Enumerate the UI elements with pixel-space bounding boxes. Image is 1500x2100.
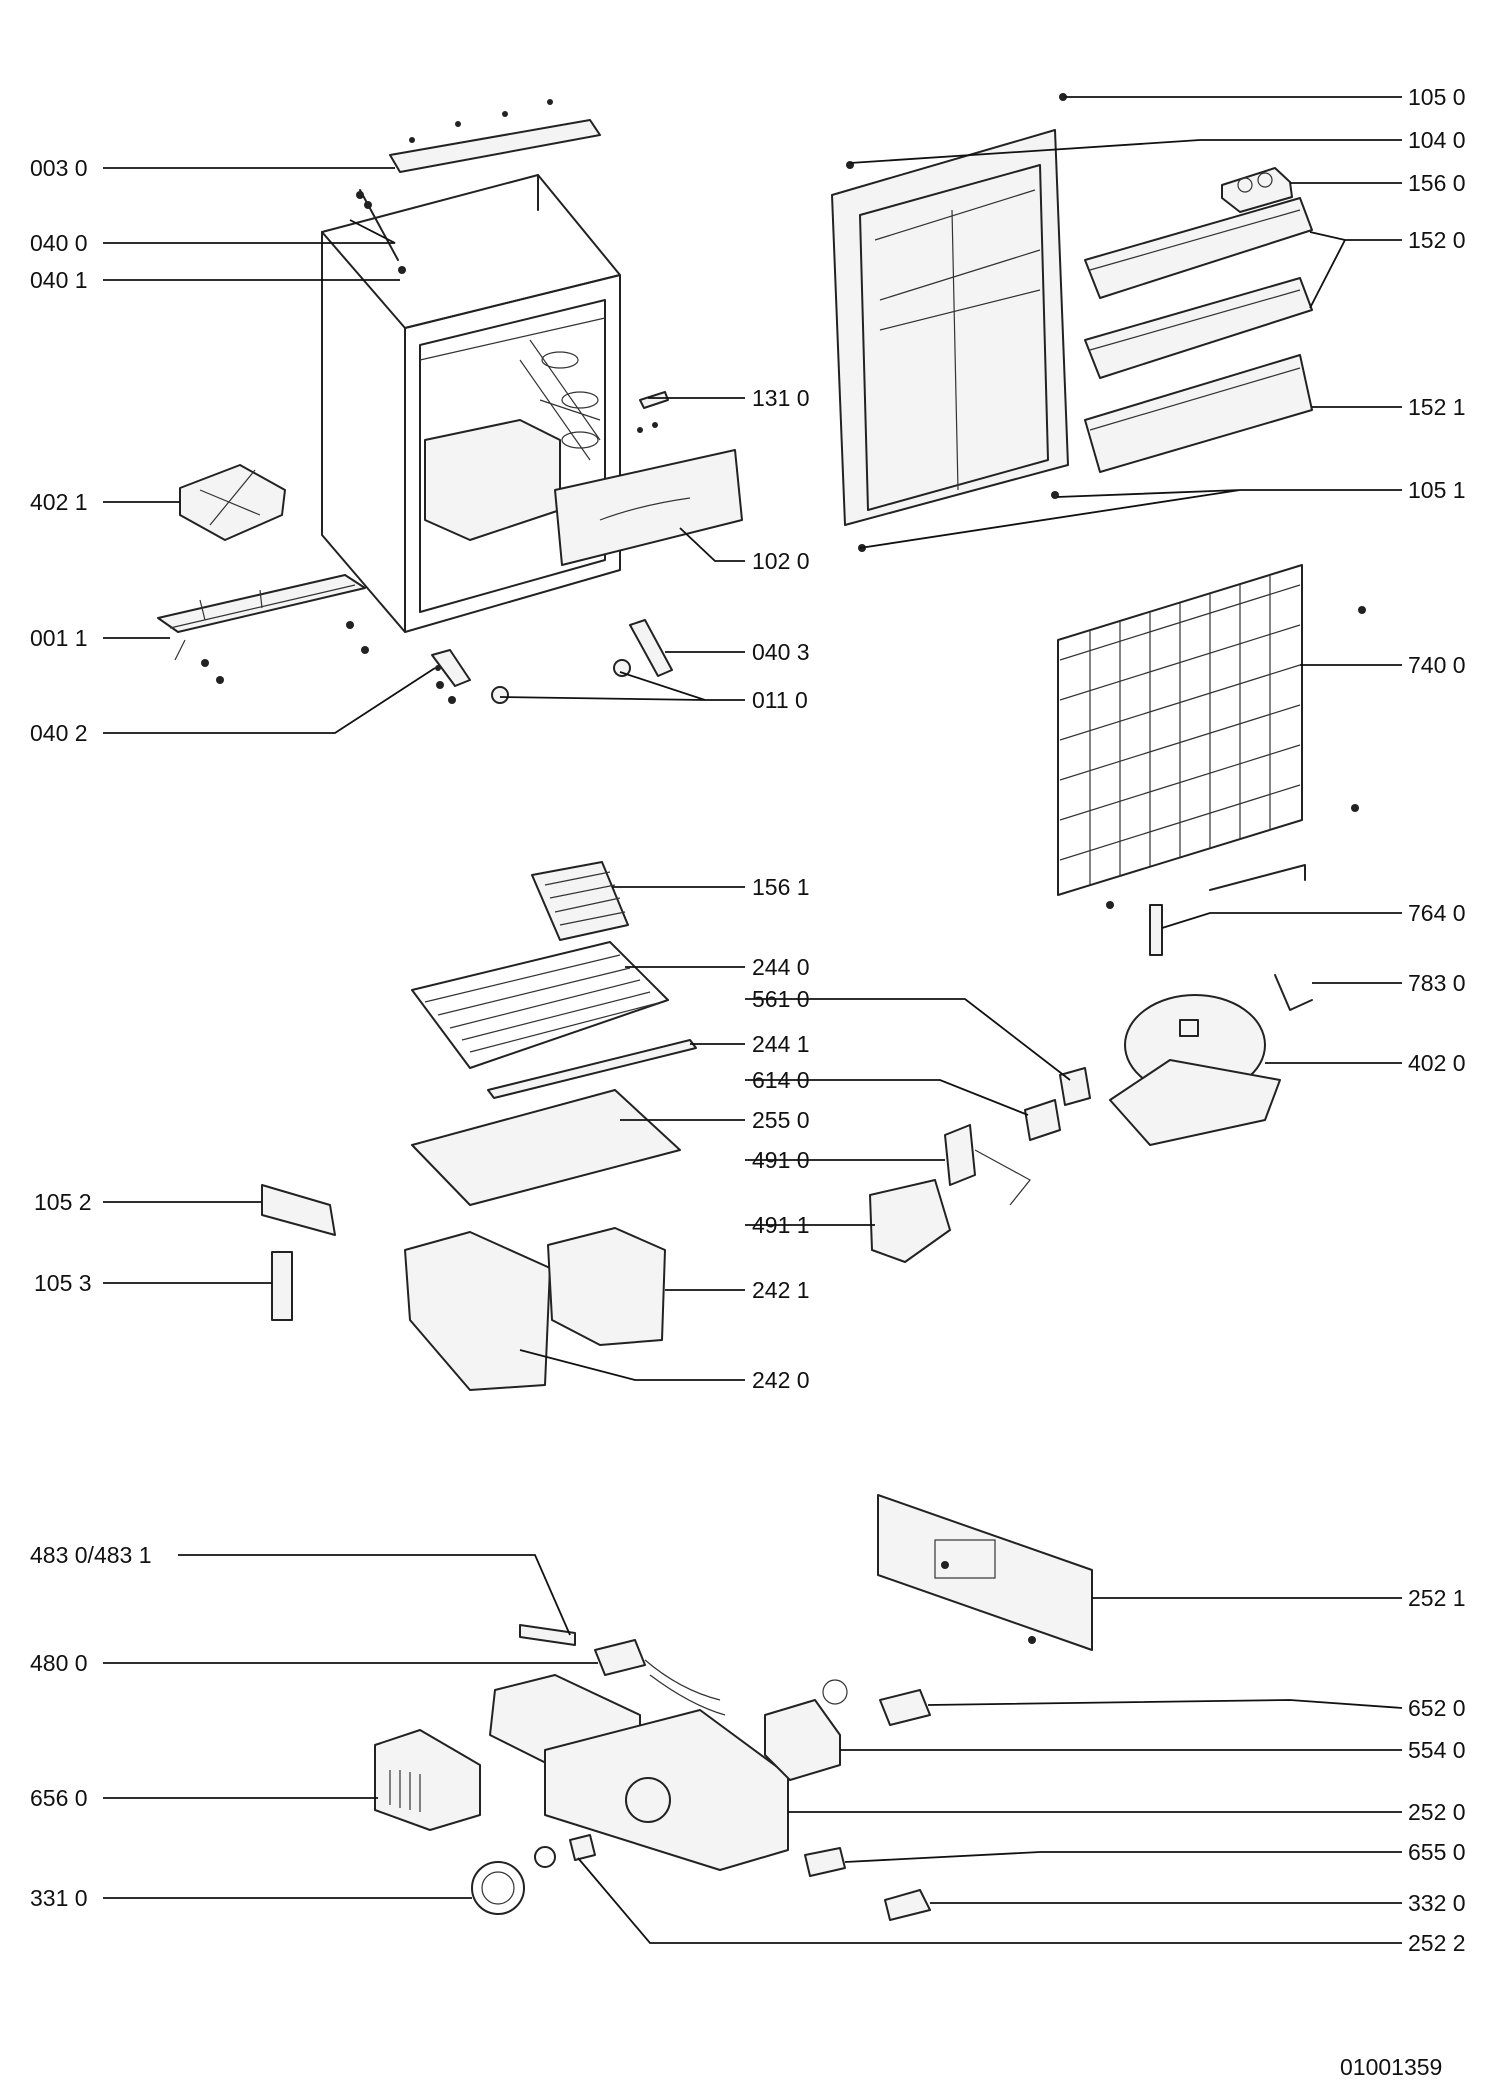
condenser [1057,564,1366,1011]
label-331-0: 331 0 [30,1885,88,1911]
interior-accessories [261,861,697,1391]
label-255-0: 255 0 [752,1107,810,1133]
label-152-0: 152 0 [1408,227,1466,253]
label-156-0: 156 0 [1408,170,1466,196]
label-244-1: 244 1 [752,1031,810,1057]
label-040-2: 040 2 [30,720,88,746]
label-252-0: 252 0 [1408,1799,1466,1825]
part-labels: 003 0 040 0 040 1 402 1 001 1 040 2 105 … [30,84,1466,1956]
label-040-3: 040 3 [752,639,810,665]
label-614-0: 614 0 [752,1067,810,1093]
electrical-components [869,1067,1091,1263]
diagram-id: 01001359 [1340,2054,1442,2080]
label-491-1: 491 1 [752,1212,810,1238]
label-783-0: 783 0 [1408,970,1466,996]
label-105-1: 105 1 [1408,477,1466,503]
label-001-1: 001 1 [30,625,88,651]
label-655-0: 655 0 [1408,1839,1466,1865]
label-040-0: 040 0 [30,230,88,256]
label-105-2: 105 2 [34,1189,92,1215]
label-131-0: 131 0 [752,385,810,411]
label-483-0-483-1: 483 0/483 1 [30,1542,152,1568]
label-402-0: 402 0 [1408,1050,1466,1076]
label-040-1: 040 1 [30,267,88,293]
control-assembly [374,1494,1093,1921]
label-491-0: 491 0 [752,1147,810,1173]
label-656-0: 656 0 [30,1785,88,1811]
label-252-1: 252 1 [1408,1585,1466,1611]
label-152-1: 152 1 [1408,394,1466,420]
label-332-0: 332 0 [1408,1890,1466,1916]
label-652-0: 652 0 [1408,1695,1466,1721]
label-252-2: 252 2 [1408,1930,1466,1956]
label-740-0: 740 0 [1408,652,1466,678]
compressor [1109,994,1281,1146]
label-104-0: 104 0 [1408,127,1466,153]
label-156-1: 156 1 [752,874,810,900]
label-105-3: 105 3 [34,1270,92,1296]
label-561-0: 561 0 [752,986,810,1012]
label-480-0: 480 0 [30,1650,88,1676]
label-554-0: 554 0 [1408,1737,1466,1763]
label-764-0: 764 0 [1408,900,1466,926]
label-011-0: 011 0 [752,687,808,713]
label-003-0: 003 0 [30,155,88,181]
label-402-1: 402 1 [30,489,88,515]
label-105-0: 105 0 [1408,84,1466,110]
label-242-0: 242 0 [752,1367,810,1393]
label-244-0: 244 0 [752,954,810,980]
label-242-1: 242 1 [752,1277,810,1303]
label-102-0: 102 0 [752,548,810,574]
door-assembly [831,93,1313,552]
leader-lines [103,96,1403,1944]
cabinet-assembly [157,99,743,704]
